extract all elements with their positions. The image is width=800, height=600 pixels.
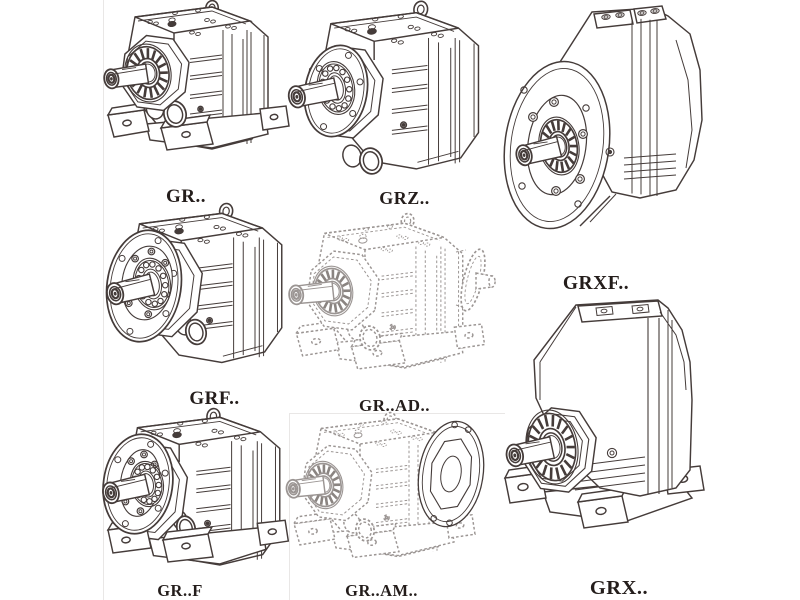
svg-text:GR..AM..: GR..AM.. <box>345 581 418 600</box>
svg-text:GRZ..: GRZ.. <box>379 188 430 208</box>
svg-text:GR..F: GR..F <box>157 581 203 600</box>
svg-text:GRXF..: GRXF.. <box>563 273 629 294</box>
svg-text:GR..: GR.. <box>166 186 206 207</box>
svg-text:GR..AD..: GR..AD.. <box>359 396 430 415</box>
svg-text:GRF..: GRF.. <box>189 388 239 409</box>
svg-text:GRX..: GRX.. <box>590 577 648 599</box>
